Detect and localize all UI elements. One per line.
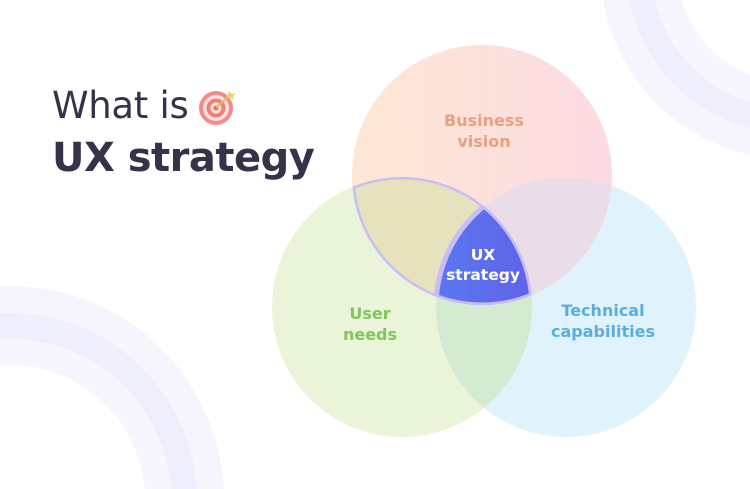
title-ux-strategy: UX strategy (52, 135, 315, 181)
target-icon (196, 84, 240, 128)
title-line-1: What is (52, 82, 314, 130)
label-user-needs: User needs (342, 304, 398, 344)
decor-arc-top-right (603, 0, 750, 155)
title-block: What is UX strategy (52, 82, 315, 184)
label-technical-capabilities: Technical capabilities (551, 301, 655, 341)
label-ux-strategy: UX strategy (446, 246, 520, 284)
title-what-is: What is (52, 84, 189, 127)
label-business-vision: Business vision (444, 111, 524, 151)
venn-center-ux-strategy (352, 177, 532, 305)
decor-arc-bottom-left (0, 286, 224, 489)
